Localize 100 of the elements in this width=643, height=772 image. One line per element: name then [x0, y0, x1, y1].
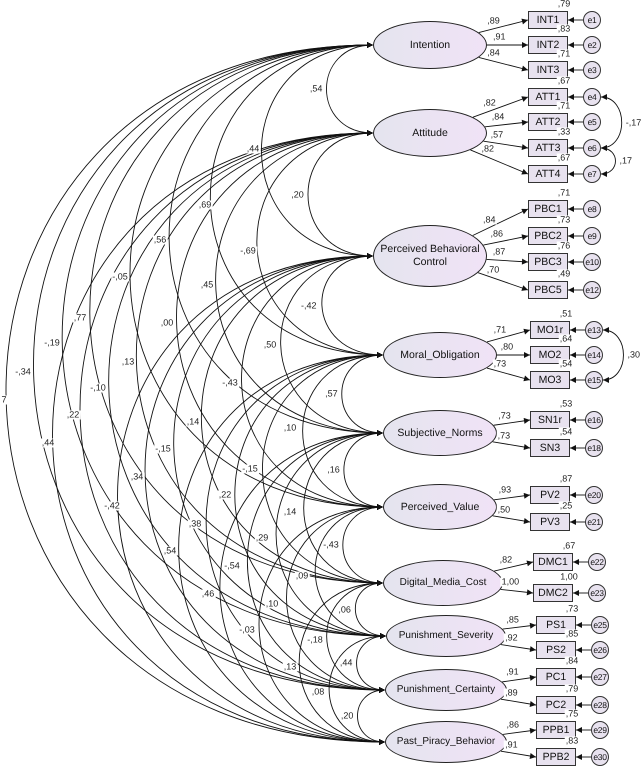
latent-variable-ellipse: Subjective_Norms: [383, 410, 497, 456]
coefficient-label: -,43: [322, 540, 340, 550]
r-squared-label: ,75: [564, 710, 580, 718]
covariance-label: ,34: [130, 472, 144, 482]
indicator-box: PPB2: [536, 748, 576, 766]
indicator-box: PV3: [530, 513, 570, 531]
error-term-circle: e23: [588, 584, 606, 602]
r-squared-label: ,76: [556, 242, 572, 250]
covariance-label: ,50: [262, 340, 278, 350]
coefficient-label: ,82: [480, 144, 495, 154]
covariance-arrow: [219, 430, 386, 744]
r-squared-label: ,71: [556, 102, 572, 110]
covariance-label: -,34: [14, 368, 32, 376]
error-term-circle: e7: [583, 165, 601, 183]
coefficient-label: ,91: [505, 668, 520, 677]
r-squared-label: ,51: [558, 310, 574, 318]
covariance-label: -,10: [89, 384, 107, 392]
error-arrow: [568, 259, 584, 265]
covariance-label: 7: [0, 396, 8, 404]
error-arrow: [576, 727, 592, 733]
coefficient-label: ,20: [340, 712, 354, 720]
error-arrow: [576, 647, 592, 653]
error-arrow: [568, 233, 584, 239]
error-arrow: [576, 622, 592, 628]
error-arrow: [570, 352, 586, 358]
error-term-circle: e13: [585, 321, 603, 339]
error-term-circle: e10: [583, 253, 601, 271]
coefficient-label: ,44: [338, 658, 354, 668]
indicator-box: SN1r: [530, 411, 570, 429]
coefficient-label: ,93: [498, 486, 512, 495]
error-arrow: [570, 519, 586, 525]
error-arrow: [576, 754, 592, 760]
loading-arrow: [502, 674, 536, 682]
r-squared-label: ,25: [558, 502, 574, 510]
covariance-arrow: [258, 504, 386, 744]
coefficient-label: ,57: [324, 390, 339, 398]
coefficient-label: ,20: [290, 190, 305, 199]
covariance-label: -,43: [221, 378, 239, 388]
covariance-label: ,44: [246, 144, 260, 154]
loading-arrow: [478, 56, 528, 72]
coefficient-label: ,30: [626, 350, 642, 360]
covariance-label: -,05: [111, 272, 129, 282]
coefficient-label: ,57: [490, 130, 504, 140]
indicator-box: SN3: [530, 439, 570, 457]
error-term-circle: e30: [591, 748, 609, 766]
covariance-label: ,09: [294, 572, 310, 580]
coefficient-label: ,92: [504, 634, 519, 643]
error-term-circle: e12: [583, 281, 601, 299]
error-term-circle: e20: [585, 486, 603, 504]
loading-arrow: [472, 208, 528, 236]
coefficient-label: ,82: [482, 98, 497, 108]
error-term-circle: e26: [591, 641, 609, 659]
coefficient-label: ,91: [504, 740, 519, 750]
r-squared-label: ,54: [558, 360, 574, 368]
error-term-circle: e15: [585, 371, 603, 389]
error-arrow: [568, 67, 584, 73]
loading-arrow: [500, 698, 536, 707]
error-arrow: [568, 206, 584, 212]
r-squared-label: ,83: [564, 736, 580, 746]
loading-arrow: [496, 352, 530, 358]
coefficient-label: ,85: [505, 615, 520, 624]
r-squared-label: ,71: [556, 188, 572, 198]
covariance-label: ,14: [186, 418, 200, 426]
error-arrow: [576, 674, 592, 680]
error-arrow: [572, 559, 588, 565]
latent-variable-ellipse: Moral_Obligation: [383, 332, 497, 378]
loading-arrow: [472, 96, 528, 118]
covariance-label: ,13: [282, 662, 298, 672]
indicator-box: PBC3: [528, 253, 568, 271]
latent-variable-ellipse: Perceived_Value: [383, 484, 497, 530]
latent-variable-ellipse: Punishment_Certainty: [385, 669, 507, 711]
error-term-circle: e9: [583, 227, 601, 245]
r-squared-label: ,71: [556, 50, 572, 58]
covariance-label: ,44: [40, 438, 56, 448]
coefficient-label: ,06: [337, 605, 352, 614]
error-arrow: [570, 492, 586, 498]
r-squared-label: ,85: [564, 630, 580, 638]
r-squared-label: ,79: [556, 0, 572, 8]
loading-arrow: [492, 515, 530, 524]
covariance-label: ,13: [120, 358, 136, 366]
latent-variable-ellipse: Past_Piracy_Behavior: [385, 721, 507, 763]
error-term-circle: e3: [583, 61, 601, 79]
r-squared-label: ,79: [564, 684, 580, 694]
loading-arrow: [486, 258, 528, 265]
loading-arrow: [486, 368, 530, 382]
covariance-label: ,77: [72, 314, 88, 322]
r-squared-label: ,83: [556, 24, 572, 34]
error-arrow: [568, 171, 584, 177]
coefficient-label: ,54: [308, 84, 324, 94]
covariance-label: ,69: [198, 200, 212, 210]
coefficient-label: ,50: [496, 505, 512, 514]
loading-arrow: [494, 492, 530, 500]
coefficient-label: ,86: [490, 230, 504, 239]
error-arrow: [570, 327, 586, 333]
covariance-label: -,15: [154, 444, 172, 454]
covariance-arrow: [357, 688, 386, 744]
loading-arrow: [483, 140, 528, 150]
covariance-label: -,42: [103, 502, 121, 510]
indicator-box: PBC5: [528, 281, 568, 299]
coefficient-label: ,73: [496, 431, 512, 440]
